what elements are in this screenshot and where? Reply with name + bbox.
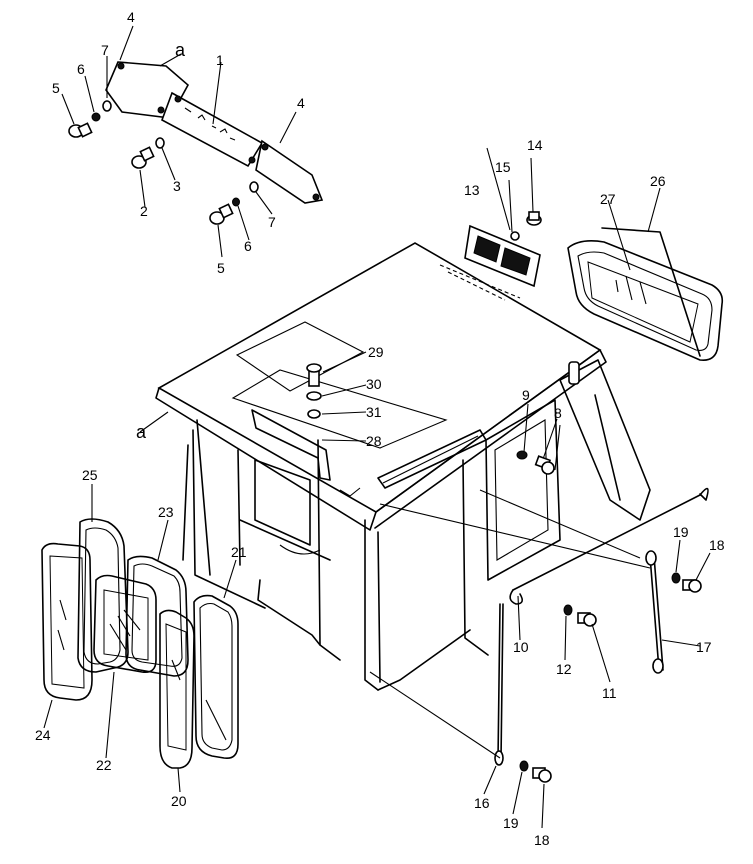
callout-22: 22 [96, 757, 112, 773]
bolt-5-upper [68, 122, 93, 138]
washer-6-lower [232, 197, 240, 207]
bolt-14 [526, 211, 542, 226]
washer-31 [307, 409, 321, 419]
washer-15 [510, 231, 520, 241]
callout-7-lower: 7 [268, 214, 276, 230]
callout-6-lower: 6 [244, 238, 252, 254]
callout-18-right: 18 [709, 537, 725, 553]
callout-15: 15 [495, 159, 511, 175]
callout-5-upper: 5 [52, 80, 60, 96]
cover-assembly [61, 25, 324, 258]
callout-24: 24 [35, 727, 51, 743]
washer-19-upper [671, 572, 681, 584]
callout-26: 26 [650, 173, 666, 189]
callout-3: 3 [173, 178, 181, 194]
callout-4-right: 4 [297, 95, 305, 111]
callout-25: 25 [82, 467, 98, 483]
side-window-assembly [41, 484, 239, 793]
callout-23: 23 [158, 504, 174, 520]
callout-14: 14 [527, 137, 543, 153]
callout-a-upper: a [175, 40, 186, 60]
washer-19-lower [519, 760, 529, 772]
washer-7-upper [102, 100, 112, 112]
callout-13: 13 [464, 182, 480, 198]
callout-6-upper: 6 [77, 61, 85, 77]
plate-1 [161, 91, 264, 168]
callout-16: 16 [474, 795, 490, 811]
callout-19-lower: 19 [503, 815, 519, 831]
bolt-2 [131, 146, 155, 169]
bolt-11 [577, 612, 597, 627]
washer-9 [516, 450, 528, 460]
rear-window-assembly [567, 187, 724, 362]
washer-3 [155, 137, 165, 149]
callout-20: 20 [171, 793, 187, 809]
callout-29: 29 [368, 344, 384, 360]
plate-4-right [255, 139, 324, 204]
bolt-18-lower [532, 767, 552, 783]
callout-11: 11 [602, 685, 617, 701]
callout-1: 1 [216, 52, 224, 68]
callout-10: 10 [513, 639, 529, 655]
bolt-5-lower [209, 203, 234, 225]
callout-9: 9 [522, 387, 530, 403]
callout-17: 17 [696, 639, 712, 655]
callout-30: 30 [366, 376, 382, 392]
callout-a-lower: a [136, 422, 147, 442]
callout-21: 21 [231, 544, 247, 560]
callout-12: 12 [556, 661, 572, 677]
callout-labels: 4 a 7 6 5 1 4 3 2 7 6 5 14 15 13 26 27 2… [35, 9, 725, 848]
callout-31: 31 [366, 404, 382, 420]
washer-12 [563, 604, 573, 616]
washer-6-upper [91, 112, 101, 122]
washer-30 [306, 391, 322, 401]
callout-2: 2 [140, 203, 148, 219]
support-rods [369, 487, 711, 829]
callout-5-lower: 5 [217, 260, 225, 276]
callout-7-upper: 7 [101, 42, 109, 58]
callout-27: 27 [600, 191, 616, 207]
callout-19-right: 19 [673, 524, 689, 540]
bolt-18-upper [682, 579, 702, 593]
washer-7-lower [249, 181, 259, 193]
callout-28: 28 [366, 433, 382, 449]
cab-body [139, 242, 651, 691]
callout-4-upper: 4 [127, 9, 135, 25]
vent-grille-13 [464, 147, 542, 288]
callout-8: 8 [554, 405, 562, 421]
bolt-8 [534, 455, 555, 475]
callout-18-lower: 18 [534, 832, 550, 848]
